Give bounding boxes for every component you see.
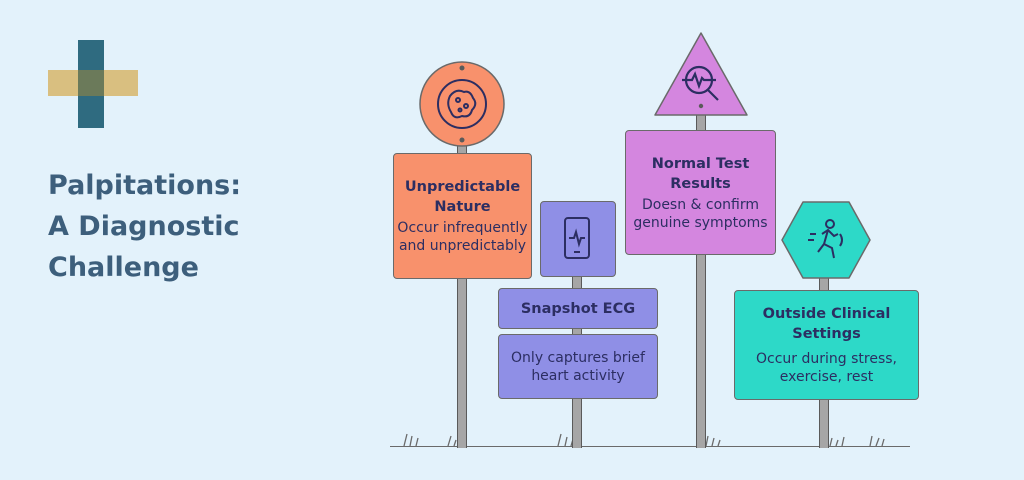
brand-logo <box>48 40 138 128</box>
magnifier-heartbeat-icon <box>682 65 719 101</box>
sign-body-unpredictable: Occur infrequently and unpredictably <box>397 220 528 254</box>
sign-heading-normal-results: Normal Test Results <box>651 155 750 192</box>
title-line-1: Palpitations: <box>48 170 242 201</box>
sign-unpredictable: Unpredictable Nature Occur infrequently … <box>393 153 532 279</box>
sign-snapshot-ecg-body-box: Only captures brief heart activity <box>498 334 658 399</box>
virus-icon <box>437 79 487 129</box>
sign-body-snapshot-ecg: Only captures brief heart activity <box>511 349 645 384</box>
ground-line <box>390 446 910 447</box>
ecg-device-icon <box>564 217 590 259</box>
sign-outside-clinical: Outside Clinical Settings Occur during s… <box>734 290 919 400</box>
grass-decoration <box>403 433 885 447</box>
sign-pole-normal-results <box>696 112 706 448</box>
sign-body-normal-results: Doesn & confirm genuine symptoms <box>633 196 768 231</box>
running-person-icon <box>808 219 843 259</box>
virus-icon-sign <box>419 61 505 147</box>
sign-heading-outside-clinical: Outside Clinical Settings <box>762 306 891 342</box>
sign-heading-unpredictable: Unpredictable Nature <box>404 179 521 215</box>
running-person-sign <box>781 201 871 279</box>
ecg-device-sign <box>540 201 616 277</box>
page-title: Palpitations: A Diagnostic Challenge <box>48 165 288 288</box>
magnifier-heartbeat-sign <box>654 32 748 116</box>
sign-body-outside-clinical: Occur during stress, exercise, rest <box>756 351 897 385</box>
sign-pole-unpredictable <box>457 140 467 448</box>
sign-heading-snapshot-ecg: Snapshot ECG <box>520 300 636 317</box>
title-line-3: Challenge <box>48 252 199 283</box>
sign-normal-results: Normal Test Results Doesn & confirm genu… <box>625 130 776 255</box>
title-line-2: A Diagnostic <box>48 211 240 242</box>
sign-snapshot-ecg-heading-box: Snapshot ECG <box>498 288 658 329</box>
